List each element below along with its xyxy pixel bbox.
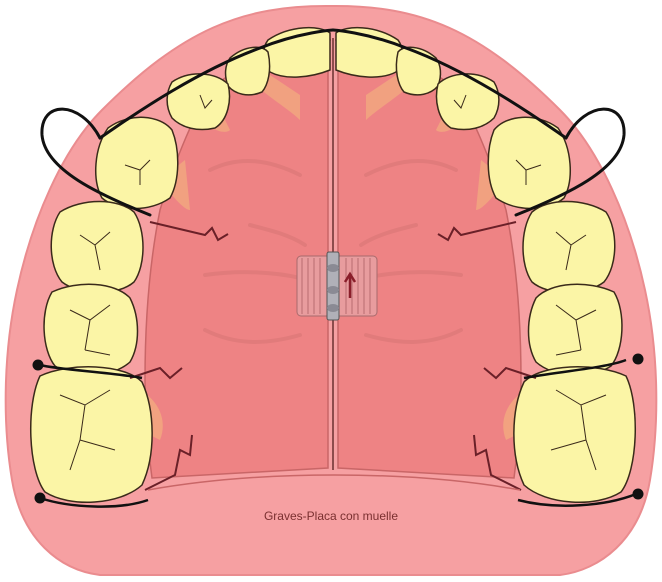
tooth-molar-2-left [31,367,152,502]
tooth-premolar-2-left [51,202,143,293]
clasp-ball-upper-left [33,360,44,371]
clasp-ball-lower-left [35,493,46,504]
tooth-premolar-2-right [523,202,615,293]
tooth-molar-2-right [514,367,635,502]
tooth-canine-right [437,74,499,130]
clasp-ball-upper-right [633,354,644,365]
expansion-screw [297,252,377,320]
tooth-molar-1-right [529,284,622,375]
tooth-molar-1-left [44,284,137,375]
tooth-canine-left [167,74,229,130]
figure-caption: Graves-Placa con muelle [0,509,662,523]
clasp-ball-lower-right [633,489,644,500]
